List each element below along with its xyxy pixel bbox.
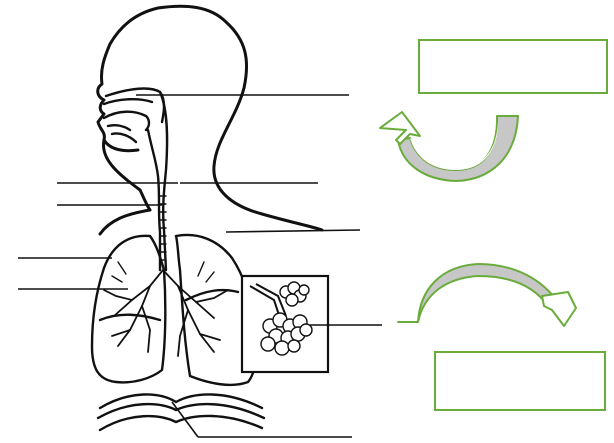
curved-arrow-bottom-head xyxy=(542,292,576,326)
trachea xyxy=(148,92,167,270)
alveoli-inset xyxy=(242,276,328,372)
curved-arrow-top-head xyxy=(380,112,420,144)
neck-left xyxy=(140,190,150,210)
label-box-top[interactable] xyxy=(418,39,608,94)
body-outline xyxy=(98,6,322,234)
label-box-bottom[interactable] xyxy=(434,351,606,411)
curved-arrow-down-right-icon xyxy=(398,264,576,326)
nasal-cavity xyxy=(104,89,164,142)
label-lines xyxy=(18,95,382,437)
curved-arrow-bottom-band xyxy=(398,264,558,322)
diaphragm xyxy=(98,394,264,430)
chin-outline xyxy=(104,140,138,151)
left-shoulder xyxy=(100,210,150,234)
left-lung-lobe-line xyxy=(100,315,160,320)
head-outline xyxy=(98,6,322,230)
label-line-right-lung xyxy=(226,230,360,232)
lungs xyxy=(92,235,256,385)
curved-arrow-up-left-icon xyxy=(380,112,518,181)
